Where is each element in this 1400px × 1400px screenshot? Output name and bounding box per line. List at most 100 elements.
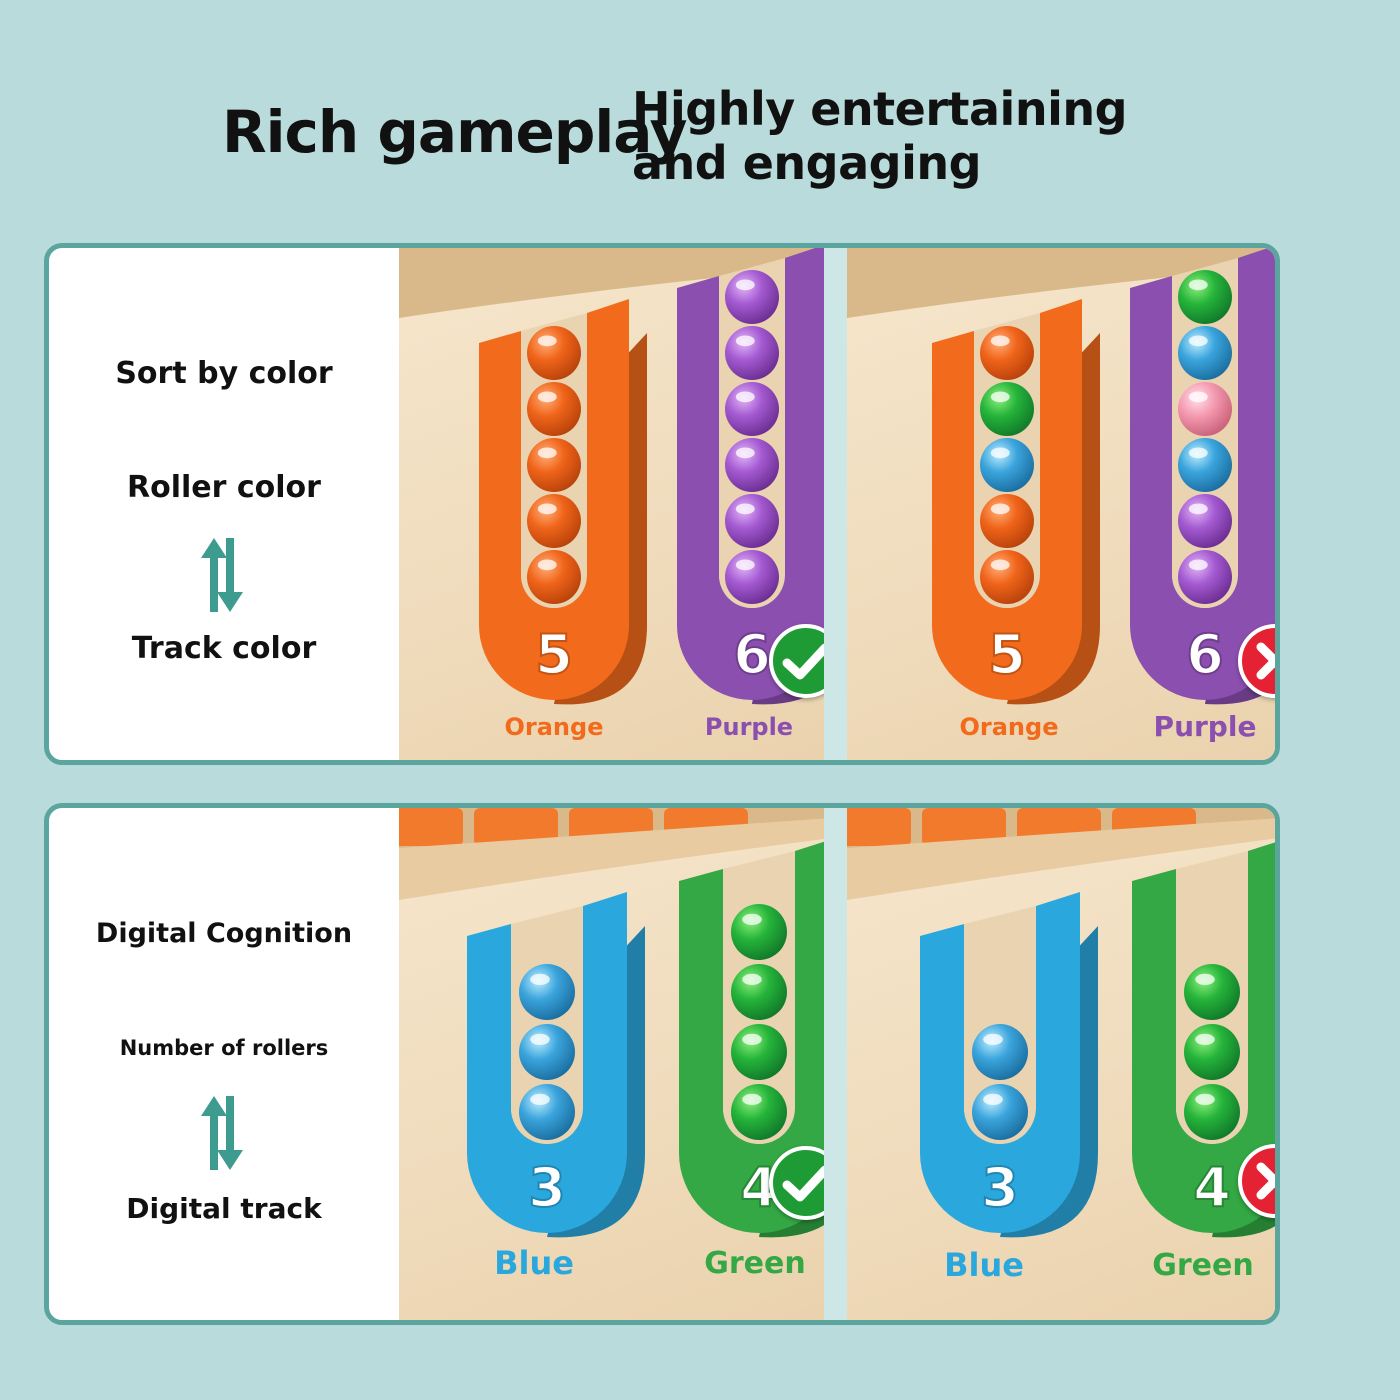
ball-highlight bbox=[990, 447, 1010, 459]
digital-cognition-label: Digital Cognition bbox=[95, 918, 353, 949]
ball-highlight bbox=[537, 391, 557, 403]
ball-highlight bbox=[735, 279, 755, 291]
ball-highlight bbox=[990, 559, 1010, 571]
cross-icon bbox=[1238, 1144, 1275, 1218]
ball-highlight bbox=[742, 1093, 762, 1105]
orange-ball bbox=[527, 382, 581, 436]
u-track bbox=[677, 248, 824, 700]
ball-highlight bbox=[1188, 279, 1208, 291]
green-ball bbox=[731, 904, 787, 960]
ball-highlight bbox=[735, 447, 755, 459]
ball-highlight bbox=[530, 1033, 550, 1045]
blue-ball bbox=[972, 1084, 1028, 1140]
ball-highlight bbox=[1188, 503, 1208, 515]
track-number: 5 bbox=[988, 623, 1026, 686]
track-name-green: Green bbox=[704, 1246, 806, 1281]
purple-ball bbox=[725, 326, 779, 380]
blue-ball bbox=[980, 438, 1034, 492]
panel-2-description: Digital Cognition Number of rollers Digi… bbox=[49, 808, 399, 1320]
track-name-purple: Purple bbox=[1153, 710, 1257, 743]
u-track bbox=[467, 892, 627, 1233]
ball-highlight bbox=[1195, 1093, 1215, 1105]
u-track bbox=[932, 299, 1082, 700]
track-name-orange: Orange bbox=[959, 713, 1059, 741]
u-track bbox=[920, 892, 1080, 1233]
ball-highlight bbox=[1195, 973, 1215, 985]
purple-ball bbox=[725, 270, 779, 324]
orange-slot bbox=[922, 808, 1006, 846]
panel-1-description: Sort by color Roller color Track color bbox=[49, 248, 399, 760]
blue-ball bbox=[1178, 326, 1232, 380]
page-subtitle: Highly entertaining and engaging bbox=[632, 82, 1128, 190]
ball-highlight bbox=[1188, 559, 1208, 571]
orange-ball bbox=[980, 494, 1034, 548]
ball-highlight bbox=[735, 559, 755, 571]
purple-ball bbox=[725, 550, 779, 604]
green-ball bbox=[731, 1024, 787, 1080]
ball-highlight bbox=[735, 503, 755, 515]
check-icon bbox=[769, 1146, 824, 1220]
wood-rail bbox=[399, 248, 824, 318]
purple-ball bbox=[725, 494, 779, 548]
page-title: Rich gameplay bbox=[222, 98, 687, 166]
digital-cognition-panel: Digital Cognition Number of rollers Digi… bbox=[44, 803, 1280, 1325]
blue-ball bbox=[1178, 438, 1232, 492]
ball-highlight bbox=[735, 391, 755, 403]
blue-ball bbox=[519, 1084, 575, 1140]
ball-highlight bbox=[1195, 1033, 1215, 1045]
track-name-blue: Blue bbox=[944, 1246, 1024, 1284]
ball-highlight bbox=[530, 973, 550, 985]
ball-highlight bbox=[742, 973, 762, 985]
ball-highlight bbox=[735, 335, 755, 347]
number-of-rollers-label: Number of rollers bbox=[119, 1036, 329, 1060]
ball-highlight bbox=[742, 1033, 762, 1045]
u-track bbox=[1132, 842, 1275, 1233]
ball-highlight bbox=[537, 559, 557, 571]
track-number: 3 bbox=[528, 1156, 566, 1219]
orange-ball bbox=[527, 438, 581, 492]
ball-highlight bbox=[537, 447, 557, 459]
check-icon bbox=[769, 624, 824, 698]
track-number: 4 bbox=[1193, 1156, 1231, 1219]
track-name-purple: Purple bbox=[704, 713, 794, 741]
roller-color-label: Roller color bbox=[127, 470, 321, 505]
green-ball bbox=[731, 964, 787, 1020]
header: Rich gameplay Highly entertaining and en… bbox=[0, 0, 1400, 230]
green-ball bbox=[1184, 1084, 1240, 1140]
blue-ball bbox=[519, 964, 575, 1020]
wood-rail bbox=[847, 818, 1275, 900]
ball-highlight bbox=[990, 335, 1010, 347]
track-number: 6 bbox=[1186, 623, 1224, 686]
digital-track-label: Digital track bbox=[126, 1192, 322, 1225]
track-name-orange: Orange bbox=[504, 713, 604, 741]
ball-highlight bbox=[1188, 447, 1208, 459]
wood-rail bbox=[399, 818, 824, 900]
orange-slot bbox=[847, 808, 911, 846]
ball-highlight bbox=[983, 1093, 1003, 1105]
cross-icon bbox=[1238, 624, 1275, 698]
green-ball bbox=[1184, 1024, 1240, 1080]
ball-highlight bbox=[742, 913, 762, 925]
up-down-arrows-icon bbox=[201, 538, 243, 612]
ball-highlight bbox=[983, 1033, 1003, 1045]
track-number: 3 bbox=[981, 1156, 1019, 1219]
orange-ball bbox=[980, 326, 1034, 380]
up-down-arrows-icon bbox=[201, 1096, 243, 1170]
green-ball bbox=[731, 1084, 787, 1140]
green-ball bbox=[980, 382, 1034, 436]
scene-divider bbox=[824, 248, 847, 760]
u-track bbox=[479, 299, 629, 700]
subtitle-line-2: and engaging bbox=[632, 136, 982, 190]
pink-ball bbox=[1178, 382, 1232, 436]
track-number: 5 bbox=[535, 623, 573, 686]
purple-ball bbox=[725, 438, 779, 492]
purple-ball bbox=[1178, 550, 1232, 604]
orange-ball bbox=[527, 326, 581, 380]
sort-by-color-label: Sort by color bbox=[115, 356, 333, 391]
orange-ball bbox=[980, 550, 1034, 604]
ball-highlight bbox=[537, 503, 557, 515]
